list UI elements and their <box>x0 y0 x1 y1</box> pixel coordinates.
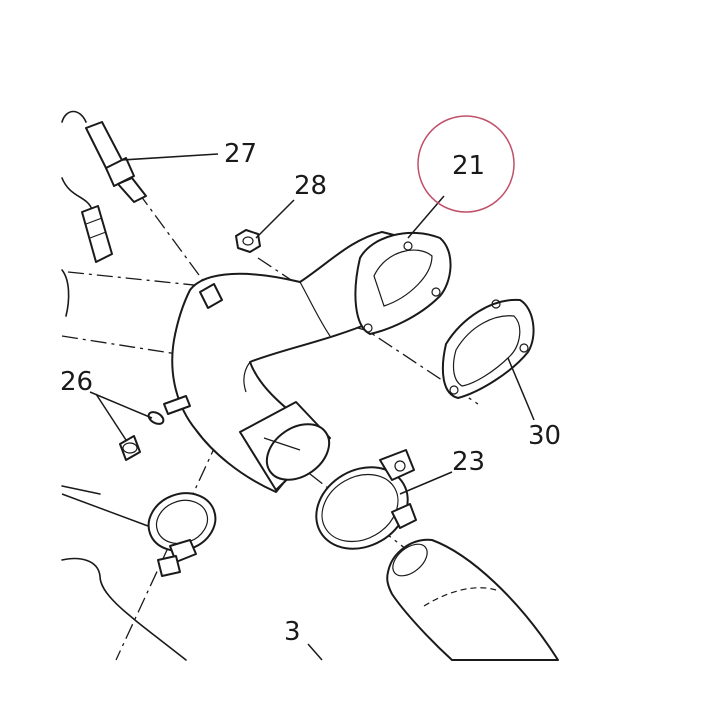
bolt-washer-icon <box>119 395 191 461</box>
exhaust-pipe-icon <box>171 231 452 493</box>
highlight-circle <box>417 115 515 213</box>
callout-28: 28 <box>294 171 327 201</box>
frame-outline <box>61 269 187 661</box>
hose-clamp-icon <box>147 492 217 577</box>
callout-23: 23 <box>452 447 485 477</box>
callout-30: 30 <box>528 421 561 451</box>
callout-3: 3 <box>284 617 301 647</box>
callout-21: 21 <box>452 151 485 181</box>
callout-26: 26 <box>60 367 93 397</box>
callout-27: 27 <box>224 139 257 169</box>
oxygen-sensor-icon <box>61 110 147 263</box>
nut-icon <box>235 229 261 253</box>
gasket-icon <box>441 298 535 399</box>
downstream-pipe-icon <box>386 538 559 661</box>
band-clamp-icon <box>315 449 417 550</box>
